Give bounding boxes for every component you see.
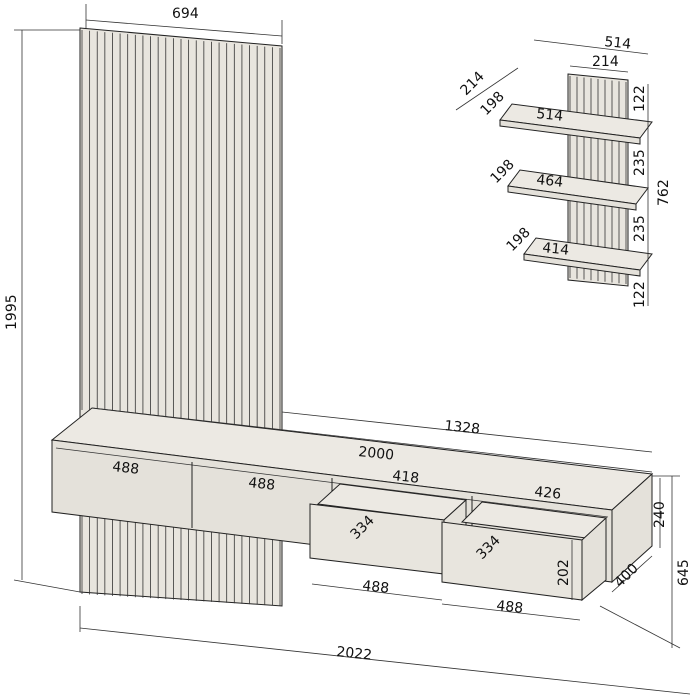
dim-shelf-gap-122-top: 122 — [632, 85, 648, 112]
dim-shelf-514: 514 — [536, 106, 564, 125]
dim-drawer-488-d: 488 — [496, 598, 524, 617]
panel-slats — [81, 30, 281, 434]
dim-shelf-214-side: 214 — [458, 69, 488, 99]
dim-drawer-488-b: 488 — [248, 475, 276, 494]
dim-shelf-464: 464 — [536, 172, 564, 191]
dim-drawer-488-c: 488 — [362, 578, 390, 597]
dim-shelf-gap-235-b: 235 — [632, 215, 648, 242]
dim-drawer-488-a: 488 — [112, 459, 140, 478]
wall-shelf-unit — [499, 73, 653, 287]
dim-height-645: 645 — [676, 559, 692, 586]
panel-slats-lower — [81, 514, 281, 606]
open-drawer-right — [441, 501, 608, 602]
dim-1328: 1328 — [444, 418, 481, 438]
dim-shelf-198-a: 198 — [478, 89, 508, 119]
tv-console — [50, 407, 654, 602]
dim-shelf-514-top: 514 — [604, 34, 632, 53]
dim-shelf-gap-122-bottom: 122 — [632, 281, 648, 308]
dim-drawer-426: 426 — [534, 484, 562, 503]
dim-2022: 2022 — [336, 644, 373, 664]
dim-1995: 1995 — [4, 294, 20, 330]
dim-694: 694 — [172, 6, 199, 22]
dim-shelf-height-762: 762 — [656, 179, 672, 206]
dim-drawer-height-202: 202 — [556, 559, 572, 586]
dimension-lines — [13, 4, 691, 695]
dim-drawer-418: 418 — [392, 468, 420, 487]
dim-2000: 2000 — [358, 444, 395, 464]
dim-height-240: 240 — [652, 501, 668, 528]
dim-shelf-414: 414 — [542, 240, 570, 259]
dim-shelf-214-panel: 214 — [592, 54, 619, 70]
dim-shelf-gap-235-a: 235 — [632, 149, 648, 176]
